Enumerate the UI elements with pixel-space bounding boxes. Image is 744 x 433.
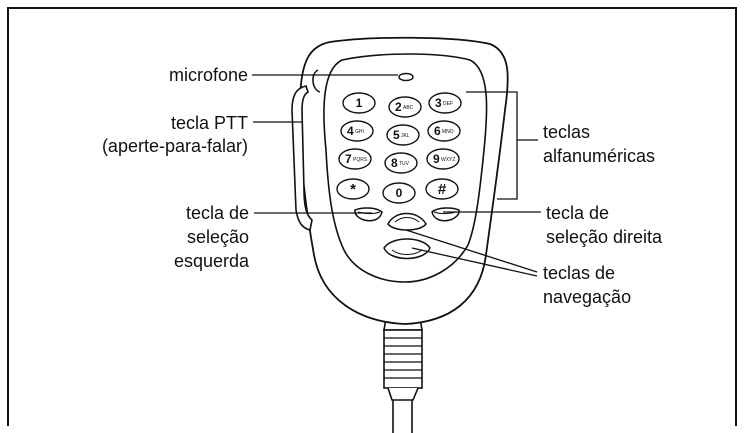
microphone-body [291, 36, 509, 325]
label-right-selection-key-line2: seleção direita [546, 227, 663, 247]
keypad-key-digit: 4 [347, 124, 354, 138]
keypad-key-digit: 3 [435, 96, 442, 110]
label-navigation-keys-line1: teclas de [543, 263, 615, 283]
keypad-key-0: 0 [382, 182, 416, 204]
keypad-key-digit: * [350, 181, 356, 198]
keypad-key-digit: 5 [393, 128, 400, 142]
navigation-key-down [383, 238, 431, 260]
keypad-key-letters: WXYZ [441, 157, 455, 163]
keypad-key-letters: MNO [442, 129, 454, 135]
keypad-key-digit: 0 [396, 186, 403, 200]
keypad-key-digit: 1 [356, 96, 363, 110]
keypad-key-digit: 2 [395, 100, 402, 114]
keypad-key-digit: 7 [345, 152, 352, 166]
keypad-key-letters: PQRS [353, 157, 368, 163]
keypad-key-letters: GHI [355, 129, 364, 135]
keypad-key-star: * [336, 178, 370, 200]
label-right-selection-key-line1: tecla de [546, 203, 609, 223]
cable [383, 317, 423, 433]
label-navigation-keys-line2: navegação [543, 287, 631, 307]
label-microphone: microfone [169, 65, 248, 85]
keypad-key-digit: 9 [433, 152, 440, 166]
microphone-hole [398, 72, 414, 82]
keypad-key-digit: 8 [391, 156, 398, 170]
left-selection-key [354, 207, 383, 222]
keypad-key-letters: DEF [443, 101, 453, 107]
label-left-selection-key-line3: esquerda [174, 251, 250, 271]
label-left-selection-key-line2: seleção [187, 227, 249, 247]
leader-lines [252, 74, 541, 277]
keypad-key-digit: # [438, 181, 447, 198]
keypad-key-hash: # [425, 178, 459, 200]
keypad-key-letters: TUV [399, 161, 410, 167]
label-alphanumeric-keys-line2: alfanuméricas [543, 146, 655, 166]
label-ptt-key-line2: (aperte-para-falar) [102, 136, 248, 156]
label-ptt-key-line1: tecla PTT [171, 113, 248, 133]
keypad-key-1: 1 [342, 92, 376, 114]
navigation-key-up [387, 212, 427, 231]
keypad-key-digit: 6 [434, 124, 441, 138]
keypad-key-letters: JKL [401, 133, 410, 139]
label-alphanumeric-keys-line1: teclas [543, 122, 590, 142]
diagram-frame [7, 7, 737, 426]
keypad-key-letters: ABC [403, 105, 414, 111]
label-left-selection-key-line1: tecla de [186, 203, 249, 223]
right-selection-key [431, 207, 460, 222]
